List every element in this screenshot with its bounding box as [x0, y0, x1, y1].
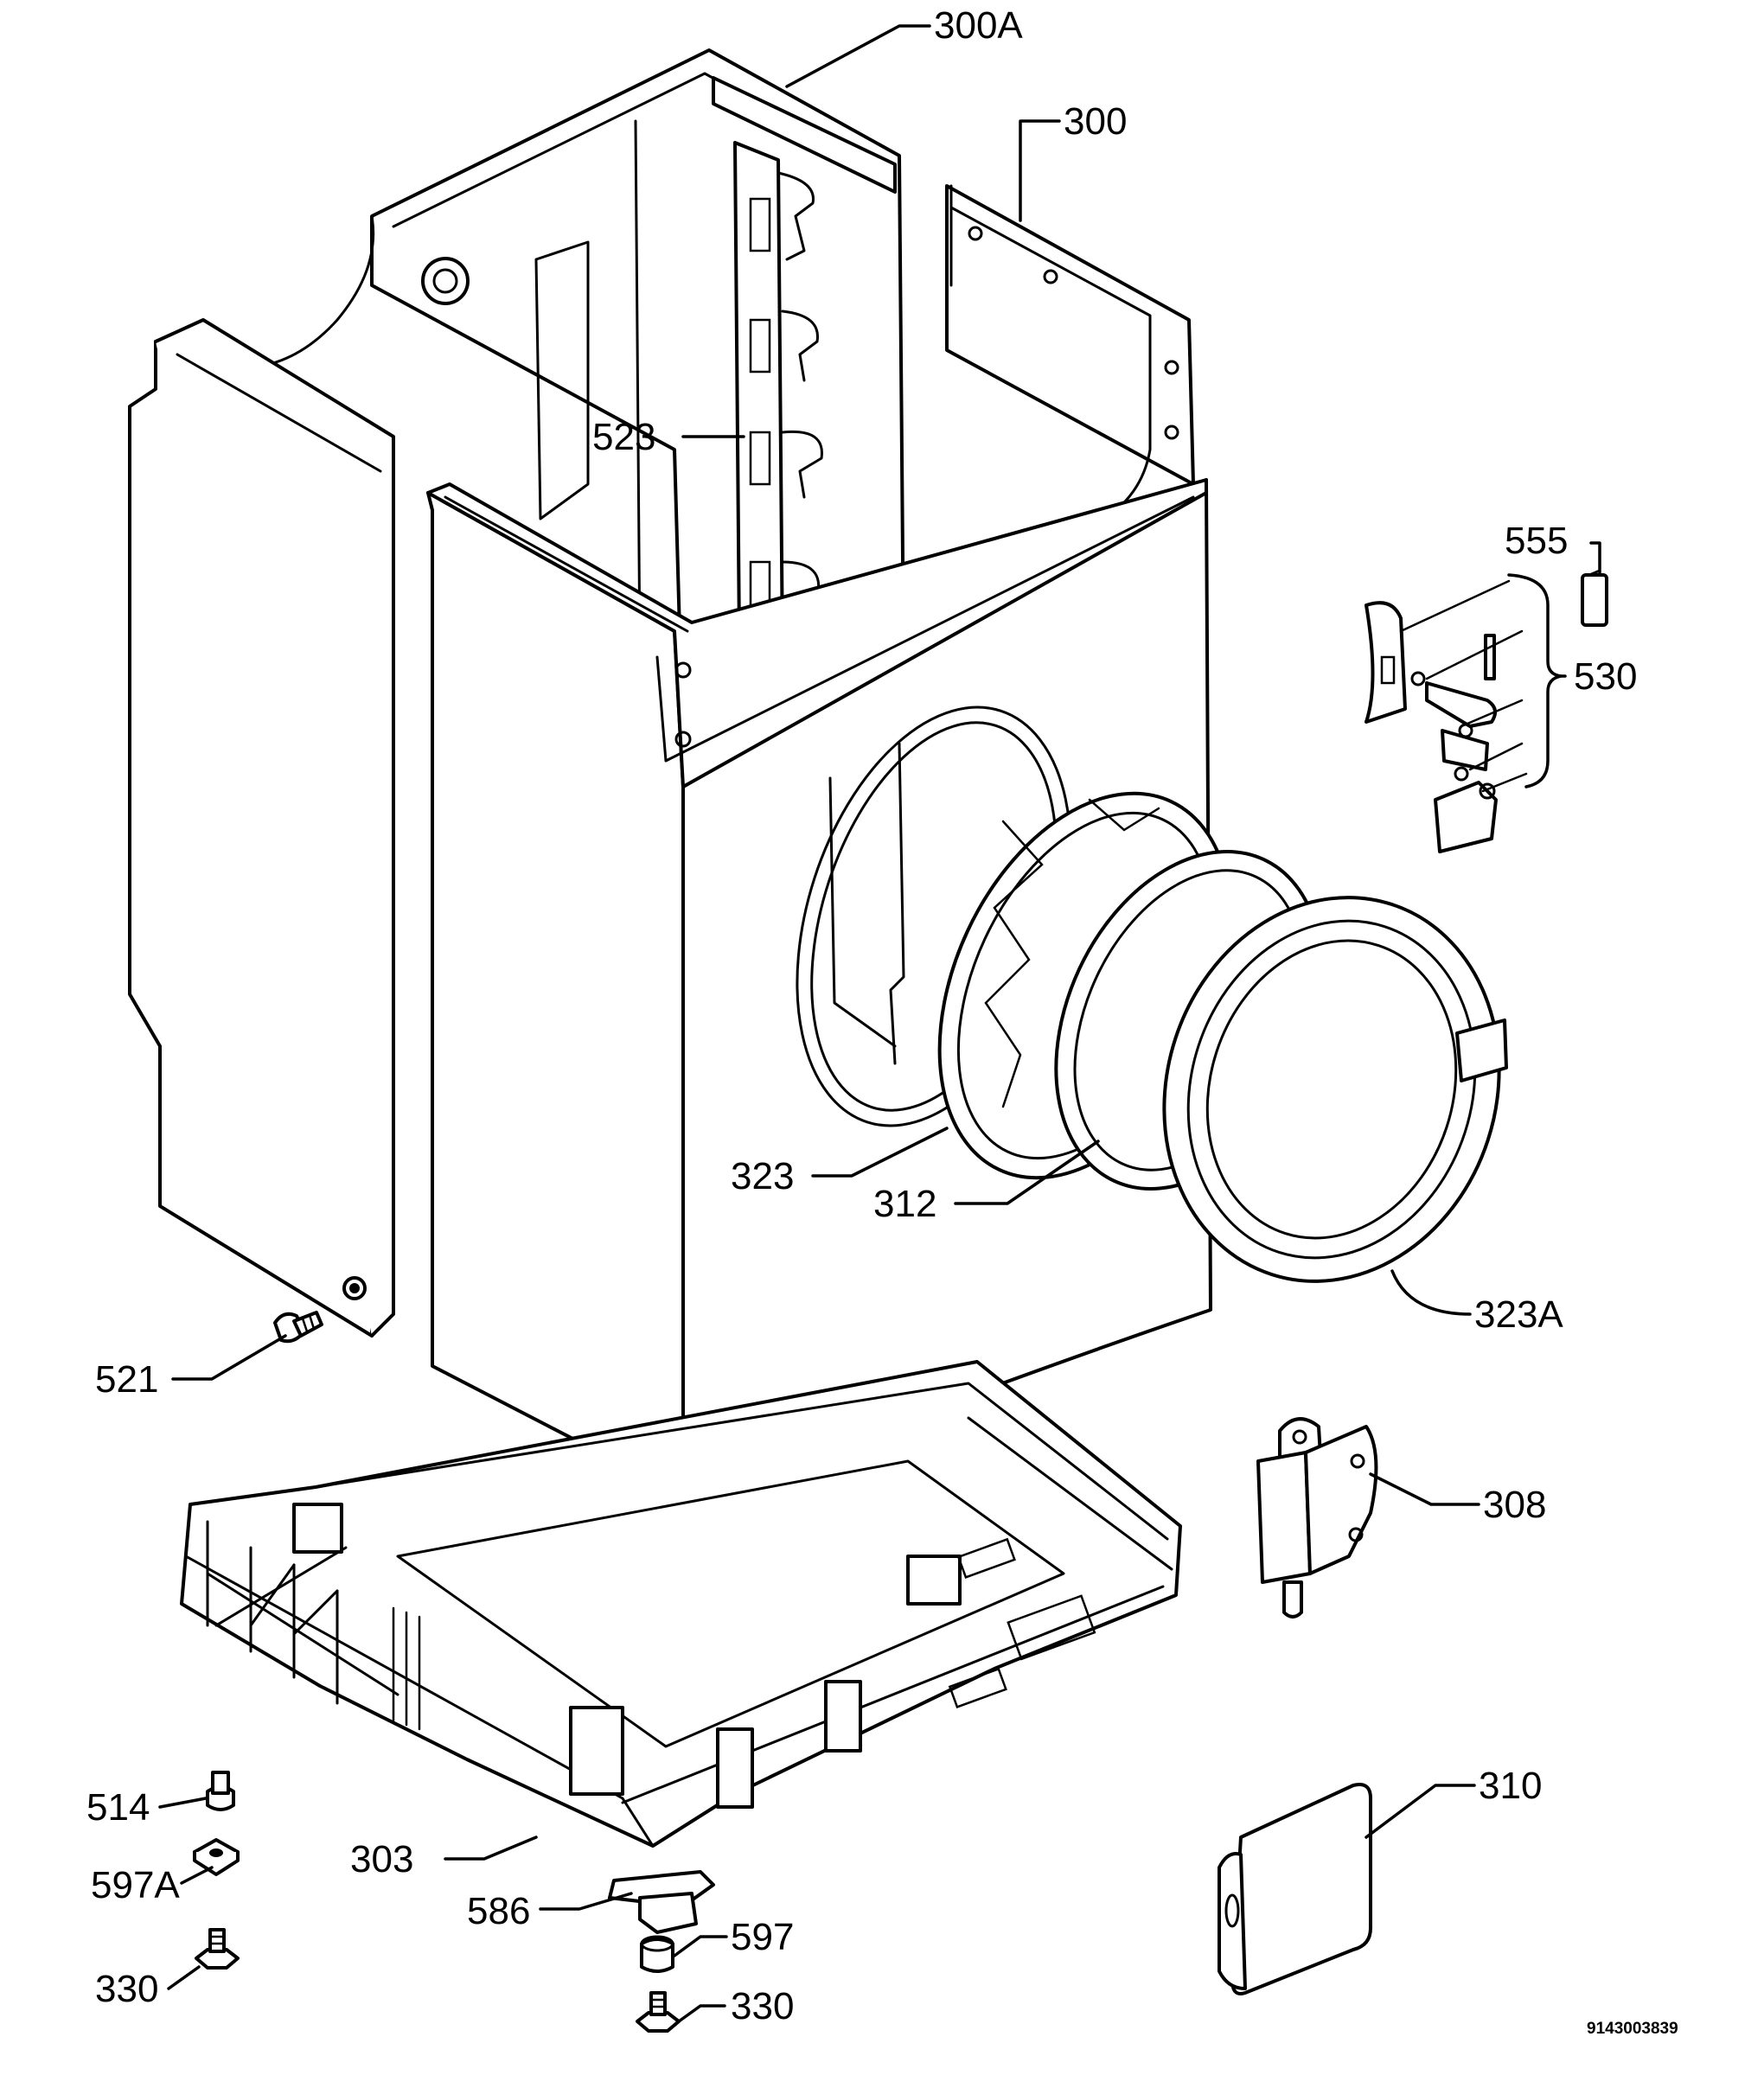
- label-308: 308: [1483, 1484, 1546, 1526]
- label-303: 303: [350, 1838, 413, 1880]
- leader-303: [444, 1836, 538, 1861]
- label-330-left: 330: [95, 1968, 158, 2010]
- label-597: 597: [731, 1916, 794, 1958]
- label-586: 586: [467, 1890, 530, 1932]
- leader-514: [158, 1797, 208, 1809]
- leader-308: [1369, 1472, 1480, 1506]
- label-521: 521: [95, 1358, 158, 1401]
- part-screw-521: [273, 1311, 323, 1344]
- label-523: 523: [592, 416, 655, 458]
- label-530: 530: [1574, 655, 1637, 698]
- brace-530: [1507, 573, 1563, 788]
- part-nut-597A: [193, 1838, 240, 1876]
- part-nut-597: [640, 1935, 674, 1973]
- part-lock-tab-555: [1581, 569, 1608, 627]
- leader-330-center: [677, 2004, 726, 2023]
- part-door-assembly-323A: [1162, 896, 1508, 1283]
- part-hinge-308: [1256, 1417, 1378, 1618]
- part-base-frame-303: [180, 1360, 1182, 1848]
- label-310: 310: [1479, 1765, 1542, 1807]
- leader-555: [1589, 541, 1601, 574]
- label-597A: 597A: [91, 1864, 180, 1906]
- leader-586: [539, 1892, 633, 1911]
- leader-312: [954, 1140, 1100, 1205]
- label-300A: 300A: [934, 4, 1023, 47]
- part-left-side-panel: [128, 318, 395, 1338]
- leader-597: [673, 1935, 728, 1957]
- leader-323: [811, 1127, 949, 1178]
- part-cover-310: [1218, 1783, 1372, 1995]
- part-door-lock-530: [1365, 579, 1528, 853]
- label-514: 514: [86, 1786, 150, 1829]
- label-555: 555: [1505, 520, 1568, 562]
- part-screw-330-left: [195, 1928, 240, 1970]
- leader-597A: [180, 1866, 214, 1885]
- leader-310: [1365, 1784, 1476, 1839]
- leader-330-left: [167, 1965, 201, 1990]
- label-330-center: 330: [731, 1985, 794, 2027]
- leader-300A: [785, 24, 931, 88]
- label-300: 300: [1064, 100, 1127, 143]
- label-323: 323: [731, 1155, 794, 1197]
- label-312: 312: [873, 1183, 936, 1225]
- leader-300: [1019, 119, 1061, 222]
- leader-323A: [1390, 1269, 1472, 1316]
- part-screw-330-center: [636, 1991, 681, 2033]
- leader-521: [171, 1334, 287, 1381]
- part-bolt-514: [206, 1771, 235, 1811]
- part-foot-586: [608, 1870, 715, 1934]
- label-323A: 323A: [1474, 1293, 1563, 1336]
- part-side-panel-300: [945, 184, 1195, 529]
- document-number: 9143003839: [1587, 2020, 1678, 2038]
